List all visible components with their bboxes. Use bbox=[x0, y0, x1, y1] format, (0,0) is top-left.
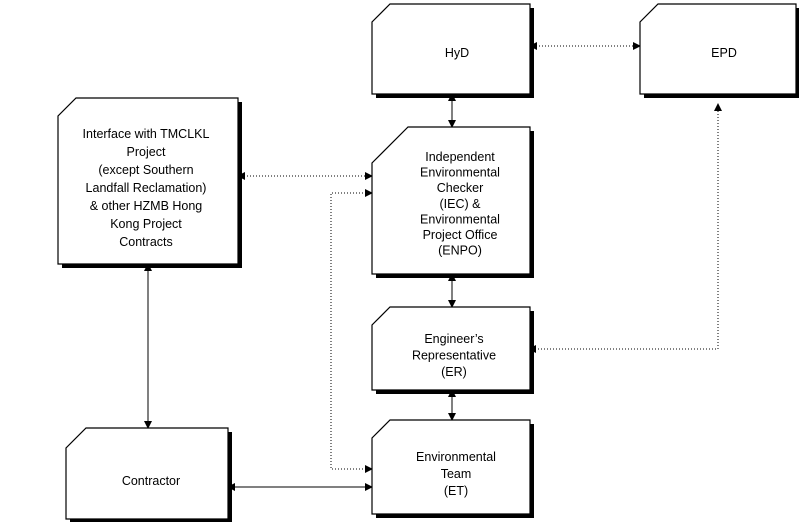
node-iec-line: Checker bbox=[437, 181, 484, 195]
node-hyd-line: HyD bbox=[445, 46, 469, 60]
node-interface-line: & other HZMB Hong bbox=[90, 199, 203, 213]
node-iec-line: (ENPO) bbox=[438, 244, 482, 258]
connector-er-epd bbox=[528, 103, 722, 353]
node-contractor-line: Contractor bbox=[122, 474, 180, 488]
node-epd-label: EPD bbox=[711, 46, 737, 60]
node-interface-line: Landfall Reclamation) bbox=[86, 181, 207, 195]
node-interface: Interface with TMCLKL Project (except Sout… bbox=[57, 97, 242, 268]
node-et-line: (ET) bbox=[444, 484, 468, 498]
node-epd-line: EPD bbox=[711, 46, 737, 60]
node-epd: EPD bbox=[639, 3, 799, 98]
node-iec-line: Environmental bbox=[420, 166, 500, 180]
node-interface-line: Project bbox=[127, 145, 166, 159]
node-et-line: Environmental bbox=[416, 450, 496, 464]
node-er-line: (ER) bbox=[441, 365, 467, 379]
node-hyd-label: HyD bbox=[445, 46, 469, 60]
connectors bbox=[144, 42, 722, 491]
node-hyd: HyD bbox=[371, 3, 534, 98]
node-contractor: Contractor bbox=[65, 427, 232, 522]
node-contractor-label: Contractor bbox=[122, 474, 180, 488]
node-interface-label: Interface with TMCLKL Project (except Sout… bbox=[83, 127, 210, 249]
node-et-line: Team bbox=[441, 467, 472, 481]
node-iec-line: (IEC) & bbox=[440, 197, 482, 211]
node-interface-line: (except Southern bbox=[98, 163, 193, 177]
node-interface-line: Interface with TMCLKL bbox=[83, 127, 210, 141]
node-er-line: Engineer’s bbox=[424, 332, 483, 346]
node-interface-line: Contracts bbox=[119, 235, 173, 249]
connector-et-iec bbox=[330, 189, 373, 473]
node-interface-line: Kong Project bbox=[110, 217, 182, 231]
node-iec-line: Environmental bbox=[420, 212, 500, 226]
node-iec-line: Independent bbox=[425, 150, 495, 164]
node-er-line: Representative bbox=[412, 349, 496, 363]
node-iec-line: Project Office bbox=[423, 228, 498, 242]
